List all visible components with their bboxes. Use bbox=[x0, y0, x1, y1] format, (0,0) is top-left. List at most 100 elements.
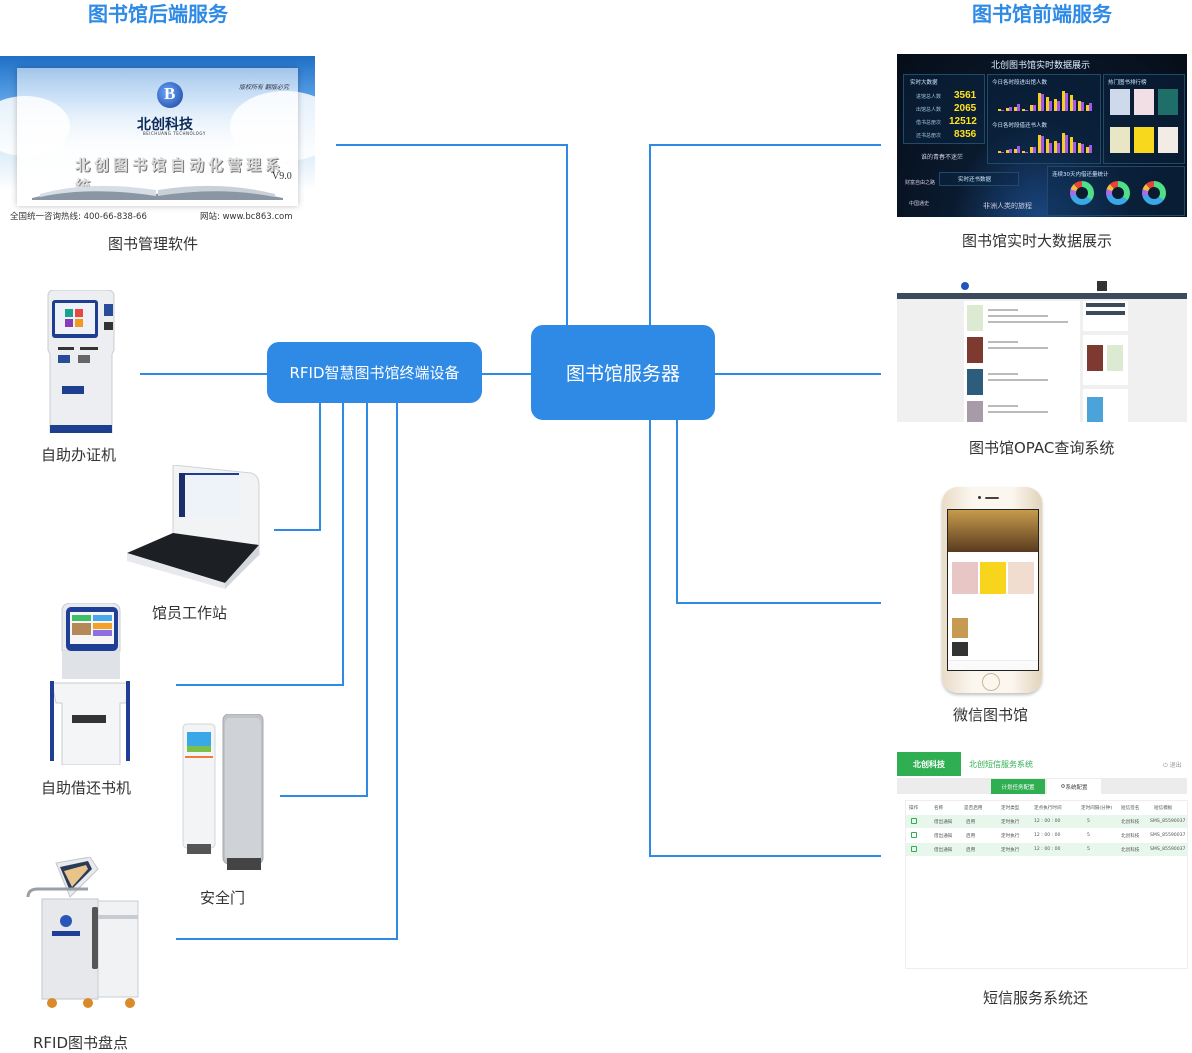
stat-label: 借书总册次 bbox=[916, 120, 942, 126]
panel-realtime-title: 实时大数据 bbox=[910, 80, 938, 86]
dashboard-chart-panel: 今日各时段进出馆人数 今日各时段借还书人数 bbox=[987, 74, 1101, 164]
dash-bar bbox=[1073, 99, 1076, 111]
connector-opac bbox=[714, 373, 881, 375]
self-checkout-caption: 自助借还书机 bbox=[41, 779, 132, 797]
dashboard-image: 北创图书馆实时数据展示 实时大数据 进馆总人数 3561 出馆总人数 2065 … bbox=[897, 54, 1187, 217]
dashboard-ticker: 中国通史 bbox=[909, 201, 930, 207]
stat-value: 12512 bbox=[949, 116, 977, 127]
sms-tab-config-label: 系统配置 bbox=[1065, 784, 1088, 791]
librarian-station-image bbox=[125, 464, 261, 589]
dash-bar bbox=[1046, 139, 1049, 153]
connector-terminal-server bbox=[481, 373, 532, 375]
librarian-station-caption: 馆员工作站 bbox=[152, 604, 228, 622]
brand-logo-icon bbox=[157, 82, 183, 108]
connector-station bbox=[274, 529, 321, 531]
dash-bar bbox=[1089, 102, 1092, 111]
connector-gate-v bbox=[366, 402, 368, 797]
splash-website: 网站: www.bc863.com bbox=[200, 212, 293, 222]
stat-label: 出馆总人数 bbox=[916, 107, 942, 113]
dashboard-hot-books-panel: 热门图书排行榜 bbox=[1103, 74, 1185, 164]
dash-bar bbox=[1022, 109, 1025, 111]
dash-bar bbox=[1041, 136, 1044, 153]
connector-cart bbox=[176, 938, 398, 940]
dashboard-title: 北创图书馆实时数据展示 bbox=[991, 61, 1091, 71]
stat-value: 2065 bbox=[954, 103, 977, 114]
dash-bar bbox=[1041, 94, 1044, 111]
dash-bar bbox=[1046, 97, 1049, 111]
splash-card: 北创科技 BEICHUANG TECHNOLOGY 版权所有 翻版必究 北创图书… bbox=[17, 68, 298, 206]
connector-software-v bbox=[566, 144, 568, 326]
software-caption: 图书管理软件 bbox=[108, 235, 199, 253]
dash-bar bbox=[1014, 149, 1017, 153]
panel-30days-title: 连续30天内借还量统计 bbox=[1052, 172, 1109, 178]
connector-sms-v bbox=[649, 419, 651, 857]
stat-label: 还书总册次 bbox=[916, 133, 942, 139]
connector-card-machine bbox=[140, 373, 268, 375]
opac-image bbox=[897, 279, 1187, 422]
connector-checkout bbox=[176, 684, 344, 686]
sms-table: 操作 名称 是否启用 定时类型 定点执行时间 定时间隔(分钟) 短信签名 短信模… bbox=[905, 800, 1188, 969]
dash-bar bbox=[1033, 146, 1036, 153]
sms-caption: 短信服务系统还 bbox=[983, 989, 1089, 1007]
frontend-section-title: 图书馆前端服务 bbox=[972, 2, 1112, 26]
sms-table-row: 借出通知 启用 定时执行 12 : 00 : 00 5 北创科技 SMS_855… bbox=[906, 843, 1187, 856]
dash-bar bbox=[1062, 91, 1065, 111]
wechat-phone-image bbox=[942, 487, 1042, 693]
wechat-caption: 微信图书馆 bbox=[953, 706, 1029, 724]
dash-bar bbox=[1017, 104, 1020, 111]
dash-bar bbox=[1086, 147, 1089, 153]
dash-bar bbox=[1006, 150, 1009, 153]
connector-sms bbox=[649, 855, 881, 857]
card-machine-image bbox=[44, 289, 118, 434]
splash-hotline: 全国统一咨询热线: 400-66-838-66 bbox=[10, 212, 147, 222]
dash-bar bbox=[1054, 99, 1057, 111]
dash-bar bbox=[1022, 151, 1025, 153]
sms-tab-config: ⚙ 系统配置 bbox=[1047, 779, 1101, 794]
splash-brand-en: BEICHUANG TECHNOLOGY bbox=[143, 131, 206, 136]
edit-icon[interactable] bbox=[911, 846, 917, 852]
dash-bar bbox=[1009, 106, 1012, 111]
connector-software bbox=[336, 144, 568, 146]
terminal-hub[interactable]: RFID智慧图书馆终端设备 bbox=[267, 342, 482, 403]
dashboard-live-panel: 实时还书数据 bbox=[939, 172, 1019, 186]
dash-bar bbox=[1081, 144, 1084, 153]
splash-version: V9.0 bbox=[272, 171, 292, 182]
terminal-hub-label: RFID智慧图书馆终端设备 bbox=[289, 364, 460, 382]
dash-bar bbox=[1073, 141, 1076, 153]
edit-icon[interactable] bbox=[911, 832, 917, 838]
stat-label: 进馆总人数 bbox=[916, 94, 942, 100]
connector-dashboard-v bbox=[649, 144, 651, 326]
dash-bar bbox=[1017, 146, 1020, 153]
power-icon: ⏻ bbox=[1163, 762, 1170, 769]
connector-wechat-v bbox=[676, 419, 678, 604]
dash-bar bbox=[1089, 144, 1092, 153]
security-gate-image bbox=[181, 713, 267, 874]
dash-bar bbox=[1030, 147, 1033, 153]
dashboard-caption: 图书馆实时大数据展示 bbox=[962, 232, 1113, 250]
inout-bars bbox=[998, 89, 1094, 111]
sms-logo: 北创科技 bbox=[897, 752, 961, 776]
panel-inout-title: 今日各时段进出馆人数 bbox=[992, 80, 1048, 86]
dash-bar bbox=[1049, 101, 1052, 111]
backend-section-title: 图书馆后端服务 bbox=[88, 2, 228, 26]
sms-table-row: 借出通知 启用 定时执行 12 : 00 : 00 5 北创科技 SMS_855… bbox=[906, 829, 1187, 842]
server-hub[interactable]: 图书馆服务器 bbox=[531, 325, 715, 420]
dash-bar bbox=[1054, 141, 1057, 153]
connector-dashboard bbox=[649, 144, 881, 146]
splash-motto: 版权所有 翻版必究 bbox=[239, 84, 289, 91]
self-checkout-image bbox=[48, 602, 132, 766]
connector-wechat bbox=[676, 602, 881, 604]
card-machine-caption: 自助办证机 bbox=[41, 446, 117, 464]
sms-table-header: 操作 名称 是否启用 定时类型 定点执行时间 定时间隔(分钟) 短信签名 短信模… bbox=[909, 806, 1173, 811]
inventory-cart-caption: RFID图书盘点 bbox=[33, 1034, 129, 1052]
inventory-cart-image bbox=[26, 856, 142, 1009]
sms-table-row: 借出通知 启用 定时执行 12 : 00 : 00 5 北创科技 SMS_855… bbox=[906, 815, 1187, 828]
dash-bar bbox=[1065, 93, 1068, 111]
home-button-icon bbox=[982, 673, 1000, 691]
dash-bar bbox=[1006, 108, 1009, 111]
software-splash-image: 北创科技 BEICHUANG TECHNOLOGY 版权所有 翻版必究 北创图书… bbox=[0, 56, 315, 224]
dash-bar bbox=[1025, 151, 1028, 153]
dash-bar bbox=[1014, 107, 1017, 111]
edit-icon[interactable] bbox=[911, 818, 917, 824]
dash-bar bbox=[1086, 105, 1089, 111]
